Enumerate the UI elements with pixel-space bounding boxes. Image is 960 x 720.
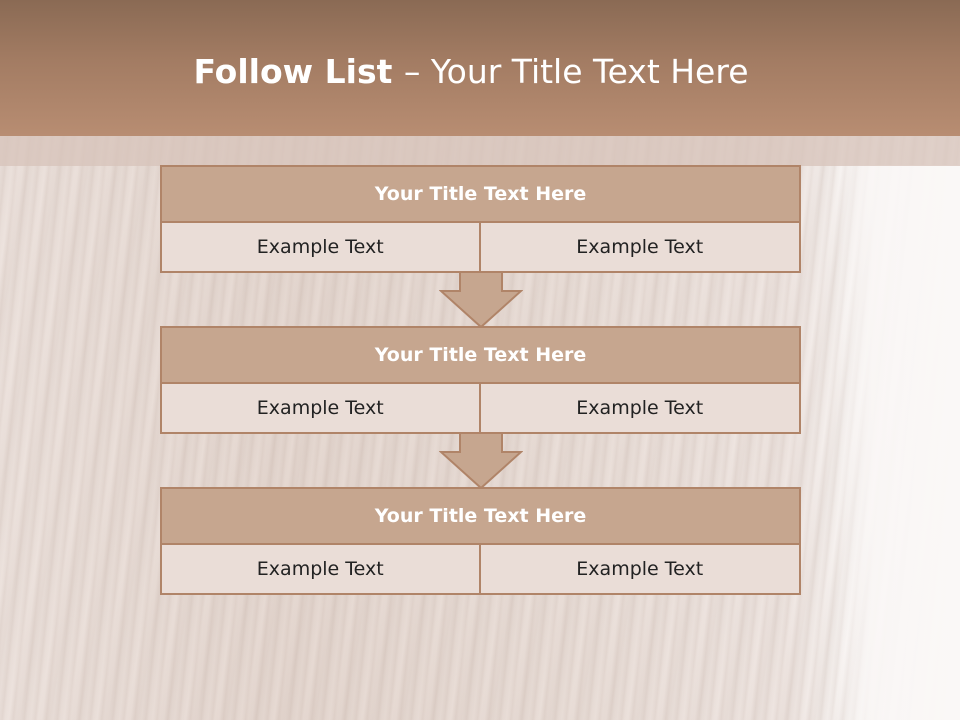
slide-title: Follow List – Your Title Text Here [0, 52, 942, 91]
step-row: Example Text Example Text [160, 223, 801, 273]
step-title: Your Title Text Here [160, 165, 801, 223]
background-highlight [835, 165, 960, 720]
step-cell-right: Example Text [480, 223, 801, 273]
down-arrow-icon [439, 432, 523, 490]
step-cell-left: Example Text [160, 545, 481, 595]
step-box-2: Your Title Text Here Example Text Exampl… [160, 326, 801, 434]
step-cell-right: Example Text [480, 384, 801, 434]
step-cell-left: Example Text [160, 384, 481, 434]
slide-title-bold: Follow List [193, 52, 404, 91]
step-box-1: Your Title Text Here Example Text Exampl… [160, 165, 801, 273]
step-title: Your Title Text Here [160, 326, 801, 384]
step-box-3: Your Title Text Here Example Text Exampl… [160, 487, 801, 595]
down-arrow-icon [439, 271, 523, 329]
title-bar-strip [0, 136, 960, 166]
title-bar [0, 0, 960, 136]
step-cell-right: Example Text [480, 545, 801, 595]
slide-title-rest: – Your Title Text Here [403, 52, 749, 91]
step-row: Example Text Example Text [160, 545, 801, 595]
step-row: Example Text Example Text [160, 384, 801, 434]
step-title: Your Title Text Here [160, 487, 801, 545]
step-cell-left: Example Text [160, 223, 481, 273]
